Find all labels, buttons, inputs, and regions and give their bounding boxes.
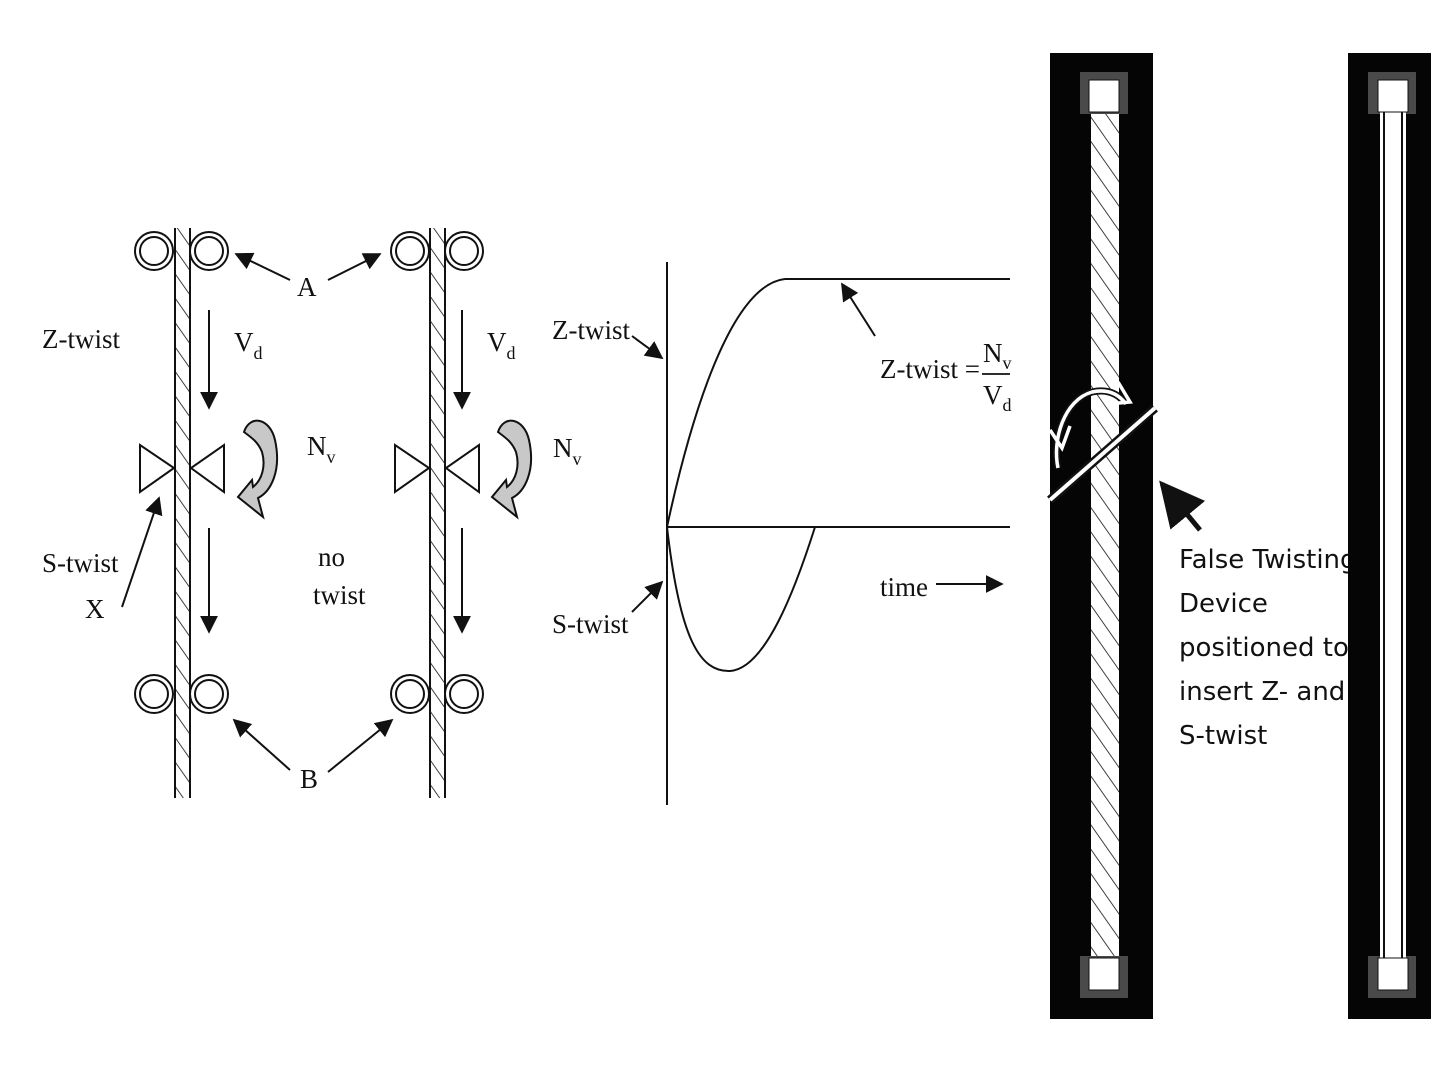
graph-label-s-twist: S-twist <box>552 609 629 639</box>
rotation-arrow-left <box>236 419 279 520</box>
label-vd-right: Vd <box>487 327 516 363</box>
pointer-s-twist-axis <box>631 580 664 613</box>
roller-pair-top-left <box>134 231 229 271</box>
graph-label-z-twist: Z-twist <box>552 315 630 345</box>
z-twist-curve <box>666 278 786 528</box>
device-panel-untwisted <box>1348 53 1431 1019</box>
roller-pair-bottom-right <box>390 674 484 714</box>
label-z-twist-left: Z-twist <box>42 324 120 354</box>
pointer-a-right <box>327 253 382 281</box>
label-nv-right: Nv <box>553 433 582 469</box>
device-panel-twisted <box>1047 53 1158 1019</box>
yarn-assembly-right <box>390 228 533 798</box>
pointer-b-left <box>232 718 291 771</box>
roller-top-untwisted <box>1377 79 1409 113</box>
roller-top-twisted <box>1088 79 1120 113</box>
device-note-line-4: insert Z- and <box>1179 677 1345 707</box>
pointer-formula <box>841 282 876 337</box>
label-no-twist-1: no <box>318 542 345 572</box>
pointer-a-left <box>234 252 291 281</box>
svg-text:Nv: Nv <box>983 338 1012 373</box>
formula-z-twist: Z-twist = Nv Vd <box>880 338 1012 415</box>
false-twister-left <box>139 443 225 494</box>
rotation-arrow-right <box>490 419 533 520</box>
svg-text:Vd: Vd <box>983 380 1012 415</box>
label-s-twist-left: S-twist <box>42 548 119 578</box>
yarn-assembly-left <box>134 228 279 798</box>
device-note: False Twisting Device positioned to inse… <box>1179 545 1357 751</box>
yarn-left <box>175 228 190 798</box>
roller-pair-top-right <box>390 231 484 271</box>
false-twister-right <box>394 443 480 494</box>
pointer-z-twist-axis <box>631 335 664 360</box>
pointer-device <box>1159 480 1206 532</box>
label-vd-left: Vd <box>234 327 263 363</box>
yarn-right <box>430 228 445 798</box>
pointer-x <box>121 496 163 608</box>
roller-bottom-twisted <box>1088 957 1120 991</box>
label-a: A <box>297 272 317 302</box>
device-note-line-3: positioned to <box>1179 633 1349 663</box>
false-twisting-device <box>1047 381 1158 504</box>
device-note-line-5: S-twist <box>1179 721 1267 751</box>
roller-pair-bottom-left <box>134 674 229 714</box>
twist-time-graph: Z-twist S-twist time Z-twist = Nv Vd <box>552 262 1012 805</box>
label-no-twist-2: twist <box>313 580 366 610</box>
svg-text:Z-twist =: Z-twist = <box>880 354 980 384</box>
device-note-line-2: Device <box>1179 589 1268 619</box>
s-twist-curve <box>666 526 816 673</box>
label-b: B <box>300 764 318 794</box>
device-note-line-1: False Twisting <box>1179 545 1357 575</box>
label-nv-left: Nv <box>307 431 336 467</box>
roller-bottom-untwisted <box>1377 957 1409 991</box>
label-x: X <box>85 594 105 624</box>
pointer-b-right <box>327 718 394 773</box>
graph-label-time: time <box>880 572 928 602</box>
